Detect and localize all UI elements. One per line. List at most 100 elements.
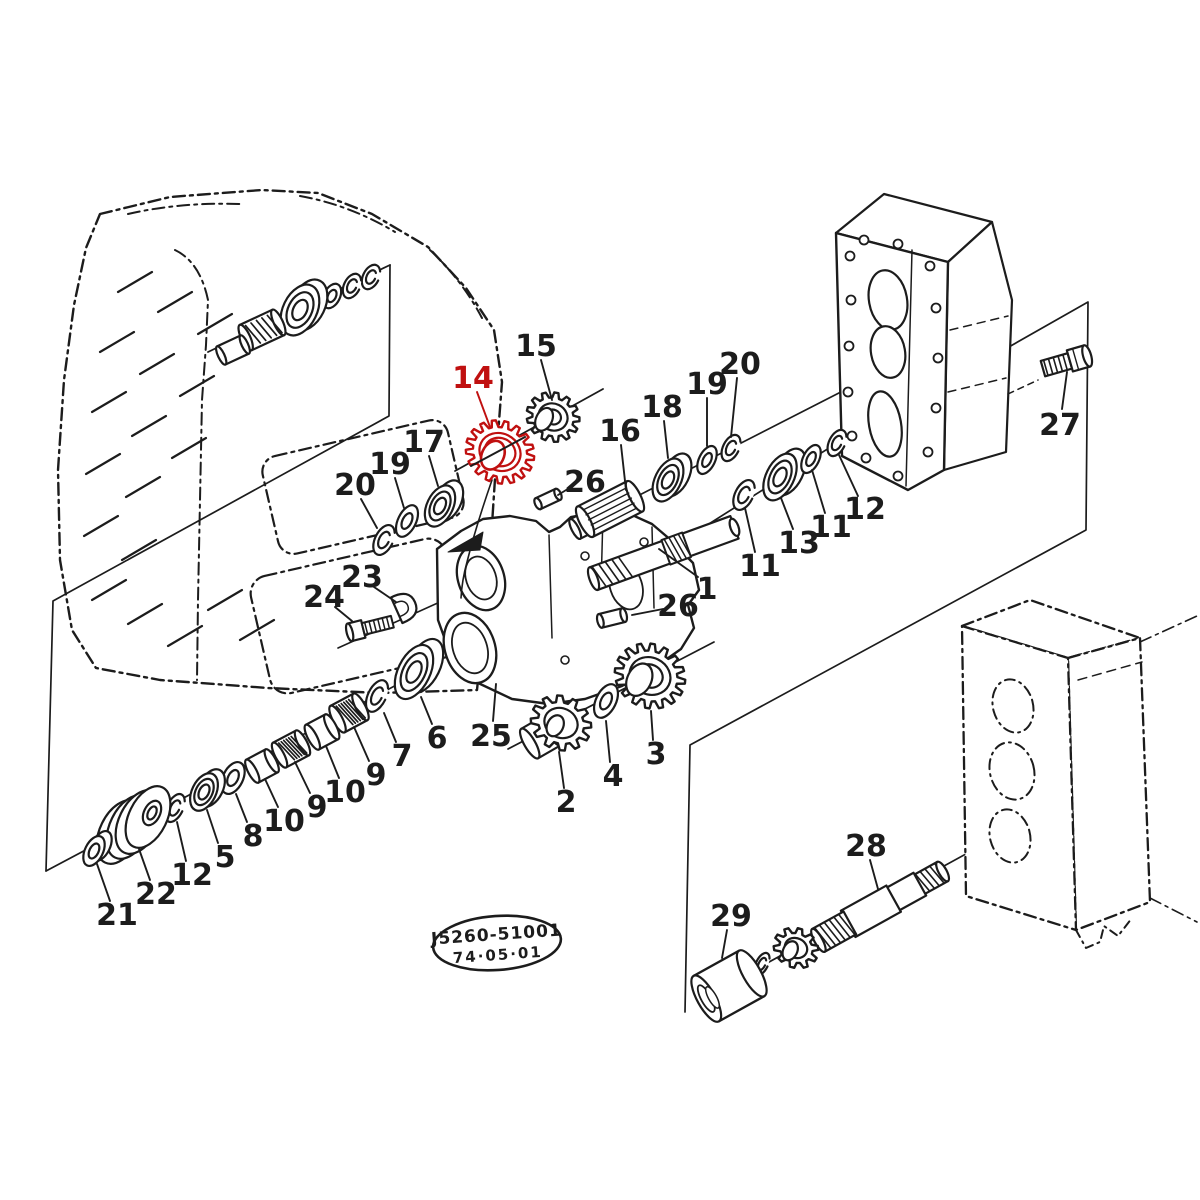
- callout-10-25: 10: [263, 778, 305, 839]
- callout-leader-1: [658, 548, 699, 578]
- callout-leader-6: [420, 696, 433, 725]
- callout-23-16: 23: [341, 560, 397, 603]
- gear-3: [613, 642, 687, 710]
- callout-20-9: 20: [334, 468, 378, 529]
- callout-number-9: 9: [307, 790, 328, 825]
- washer-4: [592, 683, 620, 719]
- callout-15-0: 15: [515, 329, 557, 401]
- callout-leader-12: [176, 821, 187, 862]
- callout-number-1: 1: [697, 572, 718, 607]
- callout-number-19: 19: [686, 367, 728, 402]
- needle-bearing-9a: [270, 729, 312, 769]
- snap-ring-11a: [732, 478, 756, 512]
- callout-leader-19: [394, 477, 405, 509]
- collar-10a: [244, 748, 280, 784]
- snap-ring-tl-2: [341, 272, 363, 300]
- callout-number-2: 2: [556, 785, 577, 820]
- callout-number-24: 24: [303, 580, 345, 615]
- callout-number-16: 16: [599, 414, 641, 449]
- callout-19-3: 19: [686, 367, 728, 447]
- callout-12-28: 12: [171, 821, 213, 893]
- callout-leader-11: [811, 469, 826, 514]
- callout-leader-14: [476, 391, 491, 428]
- block-window-upper: [261, 419, 465, 555]
- callout-leader-18: [663, 420, 669, 459]
- callout-14-1: 14: [452, 361, 494, 428]
- callout-number-26: 26: [657, 589, 699, 624]
- washer-21: [82, 829, 113, 868]
- stamp: J5260-51001 74·05·01: [429, 914, 562, 972]
- callout-leader-26: [557, 486, 572, 496]
- callout-number-12: 12: [171, 858, 213, 893]
- callout-20-2: 20: [719, 347, 761, 438]
- gear-15: [525, 391, 581, 444]
- ball-bearing-tl: [279, 278, 329, 337]
- shaft-28: [810, 860, 951, 953]
- callout-28-34: 28: [845, 829, 887, 890]
- callout-leader-15: [540, 359, 553, 401]
- left-panel: [45, 264, 391, 872]
- callout-11-14: 11: [739, 507, 781, 584]
- callout-leader-10: [264, 778, 279, 808]
- callout-number-28: 28: [845, 829, 887, 864]
- callout-leader-29: [721, 929, 728, 959]
- callout-27-10: 27: [1039, 371, 1081, 443]
- callout-number-10: 10: [324, 775, 366, 810]
- callout-leader-24: [334, 606, 353, 622]
- callout-26-6: 26: [557, 465, 606, 500]
- callout-number-20: 20: [334, 468, 376, 503]
- callout-leader-28: [869, 859, 879, 890]
- diagram-line-art: [45, 188, 1198, 1023]
- callout-18-4: 18: [641, 390, 683, 459]
- callout-number-8: 8: [243, 819, 264, 854]
- callout-11-12: 11: [810, 469, 852, 545]
- callout-leader-11: [744, 507, 756, 553]
- callout-leader-13: [780, 497, 794, 530]
- callout-leader-9: [294, 761, 311, 794]
- snap-ring-12b: [826, 428, 848, 458]
- bolt-27: [1039, 344, 1094, 378]
- top-left-shaft-assembly: [214, 263, 382, 366]
- callout-leader-23: [373, 586, 397, 603]
- callout-10-23: 10: [324, 745, 366, 810]
- callout-leader-16: [620, 444, 627, 491]
- callout-leader-10: [325, 745, 340, 779]
- callout-9-22: 9: [353, 726, 386, 793]
- callout-leader-20: [360, 498, 378, 529]
- bearing-18: [651, 452, 693, 503]
- callout-leader-27: [1061, 371, 1068, 410]
- callout-number-11: 11: [810, 510, 852, 545]
- callout-number-15: 15: [515, 329, 557, 364]
- callout-leader-17: [428, 455, 439, 487]
- callout-3-33: 3: [646, 710, 666, 772]
- needle-bearing-9b: [328, 692, 370, 734]
- callout-number-18: 18: [641, 390, 683, 425]
- callout-1-15: 1: [658, 548, 718, 607]
- snap-ring-tl-1: [360, 263, 382, 291]
- callout-leader-5: [206, 809, 219, 844]
- coupling-gear-28a: [772, 926, 820, 970]
- collar-10b: [303, 713, 341, 751]
- callout-number-11: 11: [739, 549, 781, 584]
- callout-number-14: 14: [452, 361, 494, 396]
- callout-number-17: 17: [403, 425, 445, 460]
- washer-19a: [394, 504, 420, 538]
- callout-26-18: 26: [631, 589, 699, 624]
- callout-number-22: 22: [135, 877, 177, 912]
- callout-number-27: 27: [1039, 408, 1081, 443]
- pin-26a: [533, 487, 563, 511]
- callout-4-32: 4: [603, 720, 624, 794]
- woodruff-key-23: [389, 592, 418, 625]
- callout-leader-7: [383, 712, 397, 743]
- callout-17-7: 17: [403, 425, 445, 487]
- callout-number-4: 4: [603, 759, 624, 794]
- gear-14-highlighted: [464, 419, 536, 485]
- callout-number-20: 20: [719, 347, 761, 382]
- callout-number-21: 21: [96, 898, 138, 933]
- bearing-5: [189, 768, 226, 812]
- callout-leader-9: [353, 726, 370, 762]
- callout-number-29: 29: [710, 899, 752, 934]
- shaft-16: [574, 479, 646, 539]
